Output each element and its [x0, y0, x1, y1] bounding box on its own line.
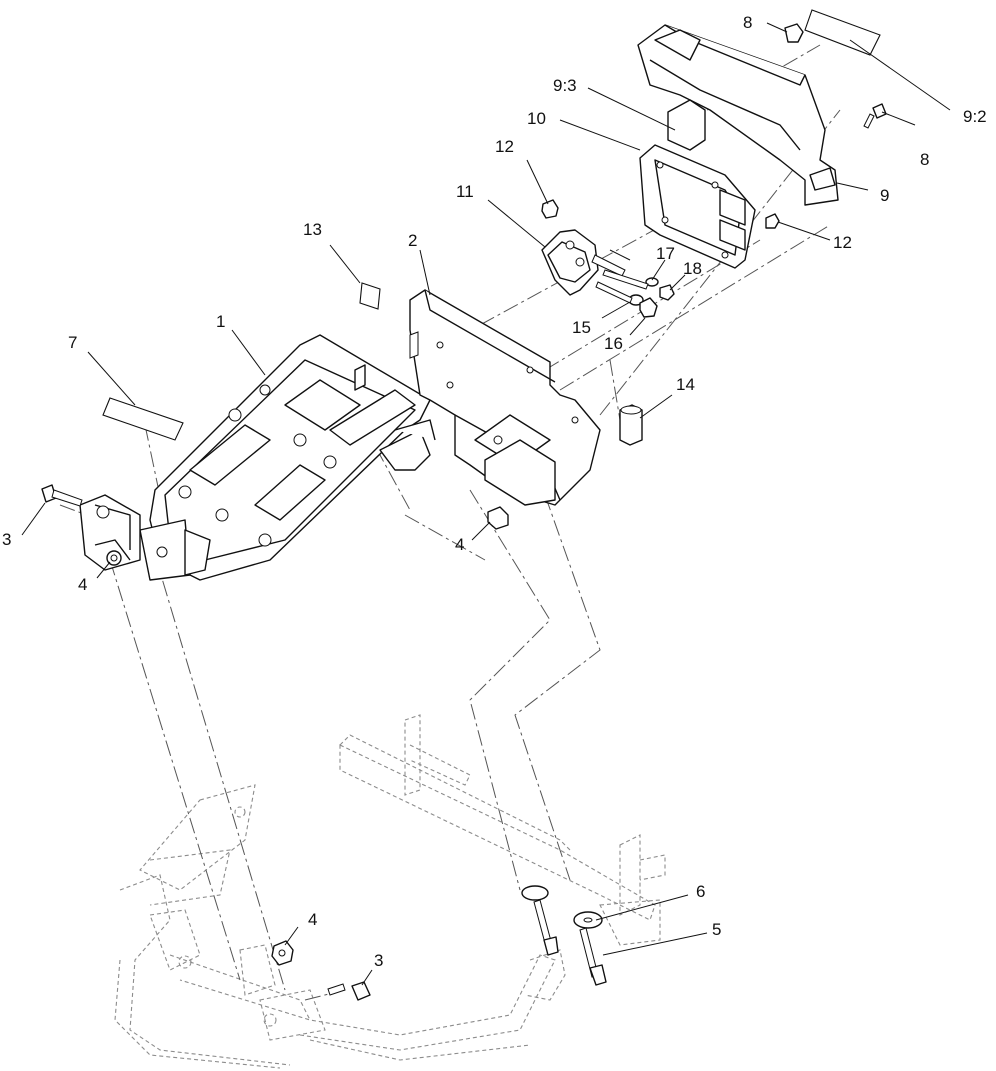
- washer-part-17: [645, 277, 659, 287]
- nut-4-center: [487, 506, 509, 530]
- callout-18: 18: [683, 259, 702, 278]
- bolt-5-left: [521, 885, 559, 956]
- controller-part-10: [639, 144, 756, 269]
- mounting-plate-part-2: [409, 289, 601, 506]
- washer-part-6: [573, 911, 603, 929]
- callout-4-center: 4: [455, 535, 464, 554]
- callout-labels: 1 2 3 3 4 4 4 5 6 7 8 8 9 9:2 9:3 10 11 …: [2, 13, 987, 970]
- nut-4-lower: [271, 940, 294, 966]
- decal-part-9-2: [804, 9, 881, 56]
- bolt-3-lower: [327, 981, 371, 1001]
- nut-12-top: [541, 199, 559, 219]
- stud-bolts: [595, 269, 649, 304]
- front-bracket-assembly: [79, 494, 141, 571]
- screw-8-right: [863, 103, 887, 129]
- callout-3-upper: 3: [2, 530, 11, 549]
- callout-3-lower: 3: [374, 951, 383, 970]
- callout-9-3: 9:3: [553, 76, 577, 95]
- nut-12-right: [765, 213, 780, 229]
- battery-tray-part-1: [139, 334, 436, 581]
- nut-4-left: [106, 550, 122, 566]
- callout-17: 17: [656, 244, 675, 263]
- callout-12-top: 12: [495, 137, 514, 156]
- relay-part-11: [541, 229, 631, 296]
- nut-part-16: [639, 297, 658, 318]
- callout-9: 9: [880, 186, 889, 205]
- callout-5: 5: [712, 920, 721, 939]
- callout-6: 6: [696, 882, 705, 901]
- callout-16: 16: [604, 334, 623, 353]
- callout-8-top: 8: [743, 13, 752, 32]
- decal-part-13: [359, 282, 381, 310]
- spacer-part-14: [619, 404, 643, 446]
- callout-7: 7: [68, 333, 77, 352]
- callout-14: 14: [676, 375, 695, 394]
- pad-part-9-3: [667, 99, 706, 151]
- callout-11: 11: [456, 182, 474, 201]
- leader-lines: [21, 22, 951, 986]
- callout-4-left: 4: [78, 575, 87, 594]
- callout-2: 2: [408, 231, 417, 250]
- callout-15: 15: [572, 318, 591, 337]
- bolt-3-upper: [41, 484, 83, 507]
- bolt-part-5: [579, 927, 607, 986]
- callout-8-right: 8: [920, 150, 929, 169]
- decal-part-7: [102, 397, 184, 441]
- callout-12-right: 12: [833, 233, 852, 252]
- callout-1: 1: [216, 312, 225, 331]
- nut-part-18: [659, 284, 675, 301]
- mower-frame-ghost: [114, 714, 666, 1069]
- callout-4-lower: 4: [308, 910, 317, 929]
- callout-13: 13: [303, 220, 322, 239]
- nut-8-top: [784, 23, 804, 43]
- callout-9-2: 9:2: [963, 107, 987, 126]
- cover-part-9: [637, 24, 839, 206]
- callout-10: 10: [527, 109, 546, 128]
